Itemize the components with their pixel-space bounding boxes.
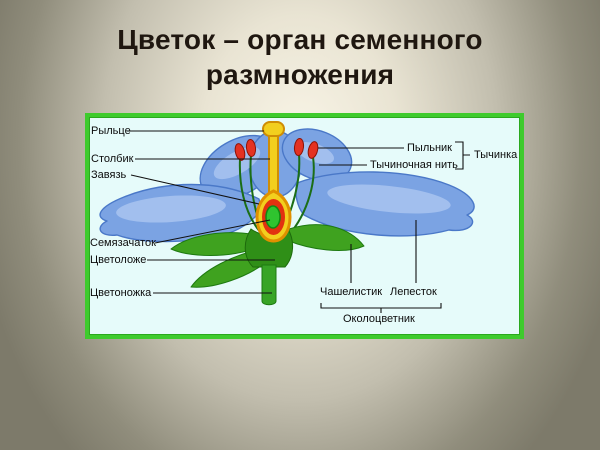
- label-sepal: Чашелистик: [320, 286, 383, 298]
- slide-title: Цветок – орган семенного размножения: [0, 22, 600, 92]
- label-ovule: Семязачаток: [90, 237, 156, 249]
- label-stigma: Рыльце: [91, 125, 131, 137]
- pistil: [255, 121, 292, 243]
- label-pedicel: Цветоножка: [90, 287, 152, 299]
- label-petal: Лепесток: [390, 286, 437, 298]
- flower-diagram-frame: Рыльце Столбик Завязь Семязачаток Цветол…: [85, 113, 524, 339]
- stem: [261, 264, 277, 306]
- sepal-right: [288, 224, 365, 251]
- perianth-bracket: [320, 303, 442, 313]
- label-anther: Пыльник: [407, 142, 452, 154]
- label-style: Столбик: [91, 153, 134, 165]
- ovary-line: [130, 174, 260, 205]
- label-perianth: Околоцветник: [343, 313, 415, 325]
- label-stamen: Тычинка: [474, 149, 518, 161]
- slide-title-line1: Цветок – орган семенного: [117, 24, 483, 55]
- label-filament: Тычиночная нить: [370, 159, 458, 171]
- flower-illustration: [99, 121, 475, 313]
- stamen-bracket: [455, 141, 470, 170]
- leader-lines: [127, 130, 470, 313]
- ovule-line: [154, 219, 271, 244]
- sepals: [170, 224, 365, 288]
- label-receptacle: Цветоложе: [90, 254, 147, 266]
- flower-diagram: Рыльце Столбик Завязь Семязачаток Цветол…: [89, 117, 520, 335]
- slide-title-line2: размножения: [205, 59, 395, 90]
- stigma-knob: [262, 121, 285, 137]
- label-ovary: Завязь: [91, 169, 127, 181]
- anthers: [234, 138, 319, 161]
- ovule-shape: [265, 205, 281, 229]
- style-stalk: [268, 132, 279, 200]
